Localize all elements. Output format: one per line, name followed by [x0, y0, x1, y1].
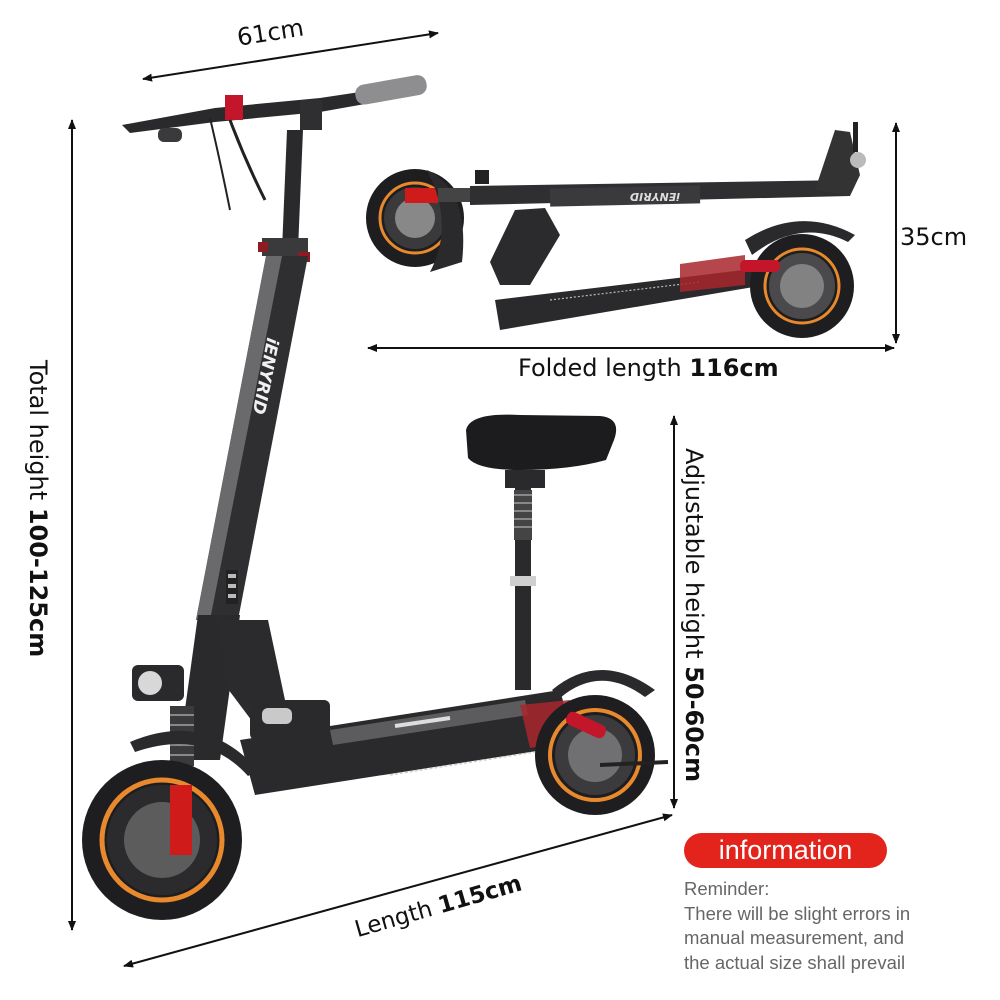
reminder-line: There will be slight errors in	[684, 902, 911, 924]
seat-height-text: Adjustable height	[680, 448, 708, 659]
folded-length-text: Folded length	[518, 354, 682, 382]
folded-length-value: 116cm	[689, 354, 779, 382]
total-height-label: Total height 100-125cm	[24, 360, 52, 657]
seat-height-label: Adjustable height 50-60cm	[680, 448, 708, 782]
length-arrow	[123, 813, 673, 968]
reminder-title: Reminder:	[684, 878, 770, 899]
total-height-text: Total height	[24, 360, 52, 501]
folded-length-label: Folded length 116cm	[518, 354, 779, 382]
reminder-line: the actual size shall prevail	[684, 951, 906, 973]
reminder-line: manual measurement, and	[684, 927, 905, 948]
seat-height-value: 50-60cm	[680, 666, 708, 783]
folded-scooter: iENYRID	[366, 122, 866, 338]
main-scooter: iENYRID	[82, 75, 669, 920]
handlebar-width-arrow	[142, 30, 439, 82]
svg-text:iENYRID: iENYRID	[630, 190, 680, 203]
folded-height-label: 35cm	[900, 223, 968, 251]
information-badge: information	[684, 833, 887, 868]
reminder-note: Reminder: There will be slight errors in…	[684, 877, 984, 975]
total-height-value: 100-125cm	[24, 507, 52, 658]
